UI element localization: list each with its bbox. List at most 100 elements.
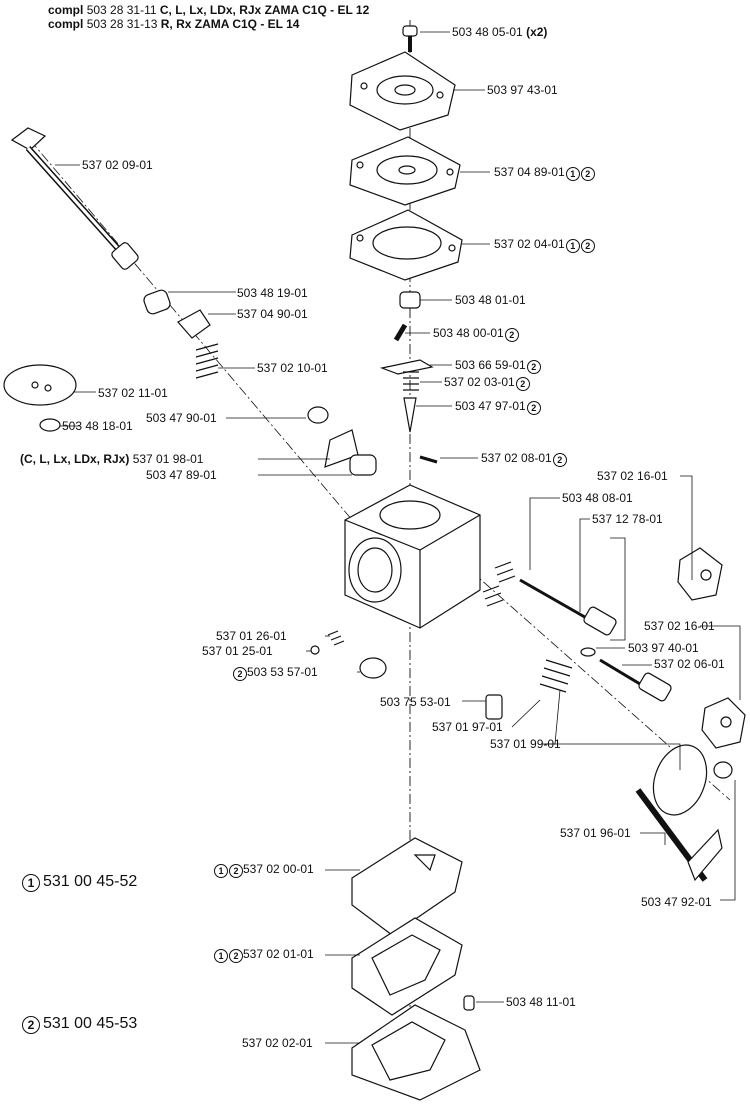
part-number: 537 12 78-01 — [592, 512, 663, 526]
kit-marker: 2 — [515, 377, 530, 391]
part-number: 537 01 98-01 — [132, 452, 204, 466]
part-number: 537 02 10-01 — [257, 361, 328, 375]
part-label-p20: 537 02 16-01 — [597, 469, 668, 483]
kit-marker: 1 — [214, 864, 228, 878]
part-number: 537 04 89-01 — [494, 165, 565, 179]
kit-marker: 2 — [580, 239, 595, 253]
kit-marker: 2 — [22, 1016, 40, 1034]
kit-marker: 2 — [526, 360, 541, 374]
welch-plug-cup — [308, 407, 328, 423]
carburetor-body — [345, 485, 480, 628]
part-label-p32: 537 01 96-01 — [560, 826, 631, 840]
part-number: 537 02 16-01 — [644, 619, 715, 633]
part-quantity: (x2) — [526, 25, 548, 39]
part-number: 503 48 11-01 — [506, 995, 576, 1009]
metering-gasket — [352, 838, 462, 935]
adjust-needle-1 — [495, 562, 617, 636]
part-number: 537 02 00-01 — [243, 862, 314, 876]
header-line-1: compl 503 28 31-11 C, L, Lx, LDx, RJx ZA… — [48, 3, 369, 17]
header-line-2: compl 503 28 31-13 R, Rx ZAMA C1Q - EL 1… — [48, 17, 299, 31]
part-number: 537 02 03-01 — [444, 375, 515, 389]
throttle-axis — [30, 140, 420, 600]
kit-marker: 1 — [214, 949, 228, 963]
part-label-p31: 537 01 99-01 — [490, 737, 561, 751]
header-description: C, L, Lx, LDx, RJx ZAMA C1Q - EL 12 — [159, 3, 370, 17]
kit-marker: 2 — [504, 328, 519, 342]
part-label-p18: (C, L, Lx, LDx, RJx) 537 01 98-01 — [20, 452, 203, 466]
throttle-shaft — [12, 128, 140, 271]
spring — [196, 344, 218, 378]
washer — [581, 648, 595, 656]
kit-marker: 1 — [565, 167, 580, 181]
limiter-cap-2 — [702, 698, 745, 748]
part-number: 503 97 43-01 — [487, 83, 558, 97]
header-prefix: compl — [48, 17, 84, 31]
part-number: 537 02 01-01 — [243, 947, 314, 961]
part-label-p2: 503 97 43-01 — [487, 83, 558, 97]
part-number: 537 01 97-01 — [432, 720, 503, 734]
part-label-p15: 503 47 90-01 — [146, 411, 217, 425]
ball — [311, 646, 319, 654]
adjust-needle-2 — [483, 586, 672, 702]
part-label-p16: 503 48 18-01 — [62, 419, 133, 433]
screw-503481801 — [40, 419, 60, 431]
screw-503481101 — [464, 996, 474, 1010]
part-number: 537 01 99-01 — [490, 737, 561, 751]
part-label-p37: 537 02 02-01 — [242, 1036, 313, 1050]
pump-cover — [350, 52, 455, 130]
part-number: 503 47 92-01 — [641, 895, 712, 909]
needle — [404, 398, 416, 432]
part-label-p30: 537 01 97-01 — [432, 720, 503, 734]
lever-arm — [382, 360, 432, 374]
part-label-p21: 503 48 08-01 — [562, 491, 633, 505]
kit-number: 531 00 45-52 — [43, 873, 138, 890]
screw-503480501 — [403, 26, 417, 52]
kit-marker: 2 — [526, 401, 541, 415]
kit-marker: 2 — [229, 864, 243, 878]
part-label-p7: 537 04 90-01 — [237, 307, 308, 321]
screw-503755301 — [486, 695, 502, 719]
part-label-p6: 503 48 19-01 — [237, 286, 308, 300]
part-number: 503 75 53-01 — [380, 695, 451, 709]
part-label-p24: 537 01 26-01 — [216, 629, 287, 643]
pump-gasket — [350, 210, 462, 280]
kit-marker: 2 — [552, 453, 567, 467]
part-number: 537 02 02-01 — [242, 1036, 313, 1050]
part-label-p22: 537 12 78-01 — [592, 512, 663, 526]
pin — [396, 325, 405, 340]
kit-marker: 1 — [565, 239, 580, 253]
header-prefix: compl — [48, 3, 84, 17]
part-label-p13: 537 02 11-01 — [98, 386, 168, 400]
part-number: 537 02 09-01 — [82, 158, 153, 172]
part-number: 503 97 40-01 — [628, 641, 699, 655]
spring-choke — [540, 660, 572, 692]
part-label-p26: 503 97 40-01 — [628, 641, 699, 655]
part-number: 503 48 05-01 — [452, 25, 523, 39]
kit-marker: 2 — [229, 949, 243, 963]
metering-cover — [352, 1005, 480, 1100]
screw-503480101 — [400, 292, 420, 308]
part-label-p25: 537 01 25-01 — [202, 644, 273, 658]
part-number: 537 02 11-01 — [98, 386, 168, 400]
part-number: 503 48 19-01 — [237, 286, 308, 300]
part-number: 537 01 26-01 — [216, 629, 287, 643]
throttle-valve — [4, 365, 76, 405]
pin-2 — [420, 457, 437, 462]
kit-number: 531 00 45-53 — [43, 1015, 138, 1032]
header-part-number: 503 28 31-11 — [86, 3, 157, 17]
part-label-p29: 503 75 53-01 — [380, 695, 451, 709]
kit-marker: 1 — [22, 874, 40, 892]
kit-marker: 2 — [580, 167, 595, 181]
part-number: 537 02 04-01 — [494, 237, 565, 251]
header-description: R, Rx ZAMA C1Q - EL 14 — [160, 17, 300, 31]
spring-needle — [403, 372, 419, 390]
